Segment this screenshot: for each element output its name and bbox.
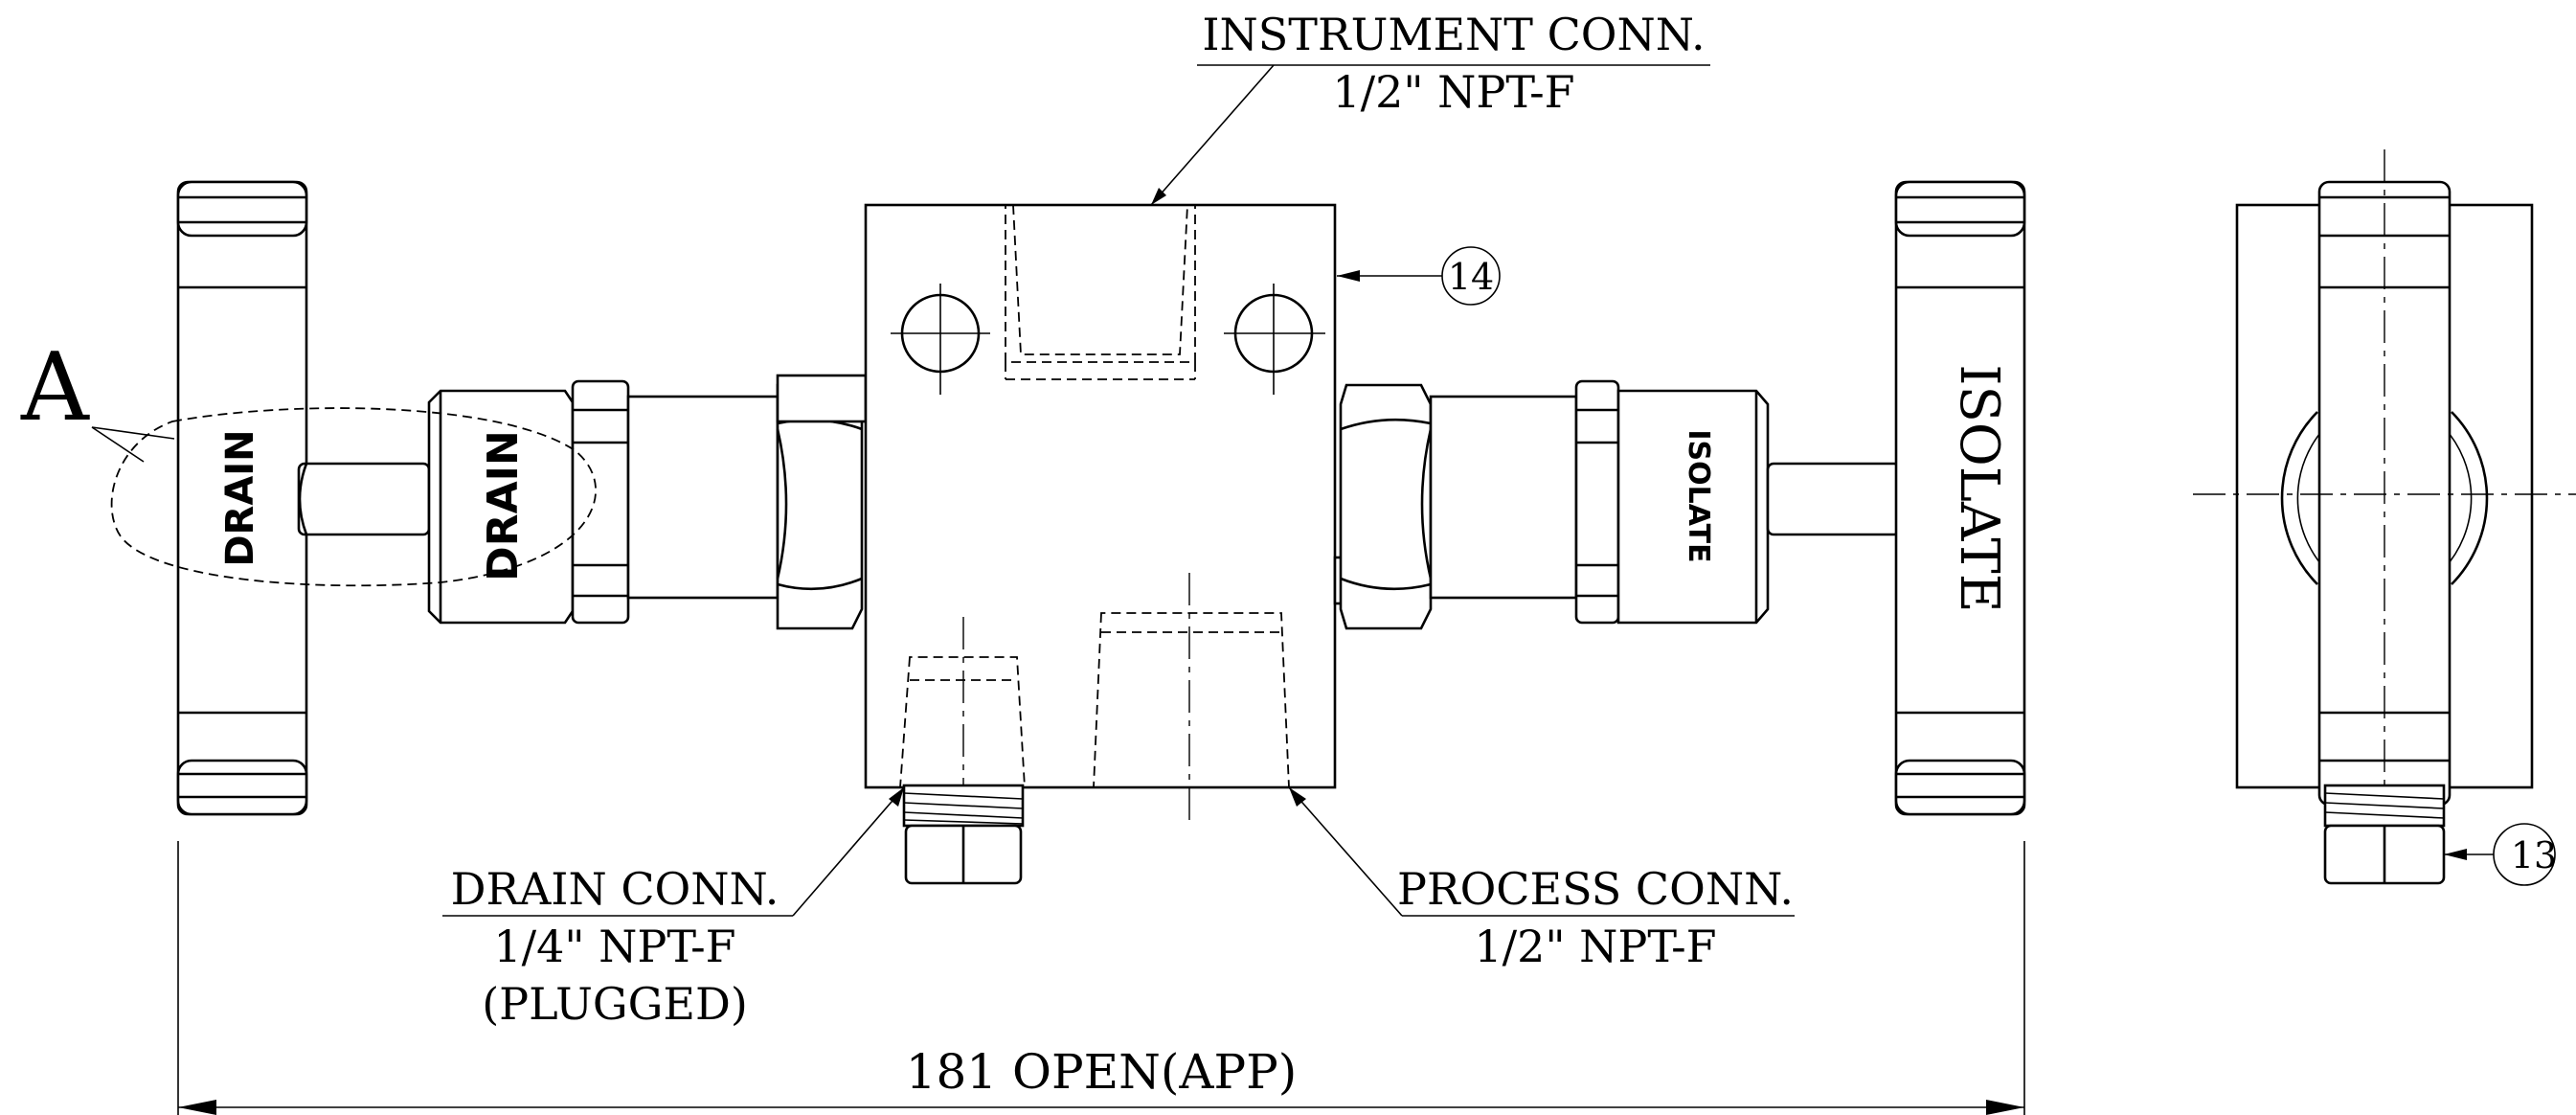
balloon-14: 14	[1337, 246, 1501, 306]
process-conn-size: 1/2" NPT-F	[1474, 921, 1716, 972]
balloon-13-text: 13	[2511, 834, 2557, 876]
isolate-handle-text: ISOLATE	[1948, 364, 2010, 612]
instrument-conn-callout: INSTRUMENT CONN. 1/2" NPT-F	[1150, 9, 1710, 206]
dimension-text: 181 OPEN(APP)	[906, 1044, 1298, 1100]
detail-letter: A	[20, 333, 90, 443]
isolate-sleeve	[1429, 395, 1578, 600]
balloon-14-text: 14	[1448, 256, 1494, 298]
isolate-stem	[1766, 462, 1905, 536]
drain-conn-callout: DRAIN CONN. 1/4" NPT-F (PLUGGED)	[442, 786, 905, 1030]
balloon-13: 13	[2444, 823, 2557, 886]
isolate-hex	[1333, 383, 1433, 630]
drain-plug	[902, 784, 1025, 885]
isolate-locknut	[1574, 379, 1620, 625]
drain-conn-size: 1/4" NPT-F	[493, 921, 735, 972]
detail-a-callout: A	[20, 333, 597, 587]
drain-bonnet-text: DRAIN	[479, 430, 528, 581]
process-conn-label: PROCESS CONN.	[1397, 863, 1794, 915]
drain-bonnet: DRAIN	[427, 389, 575, 625]
overall-dimension: 181 OPEN(APP)	[177, 841, 2025, 1115]
drain-conn-note: (PLUGGED)	[482, 978, 748, 1030]
drain-locknut	[571, 379, 630, 625]
drain-hex	[776, 374, 868, 630]
instrument-conn-size: 1/2" NPT-F	[1332, 66, 1574, 118]
process-conn-callout: PROCESS CONN. 1/2" NPT-F	[1288, 786, 1795, 972]
drain-handle: DRAIN	[176, 180, 308, 816]
drain-handle-text: DRAIN	[218, 429, 262, 566]
drain-conn-label: DRAIN CONN.	[451, 863, 780, 915]
isolate-bonnet: ISOLATE	[1616, 389, 1770, 625]
drain-sleeve	[626, 395, 780, 600]
manifold-body	[864, 203, 1337, 826]
isolate-handle: ISOLATE	[1894, 180, 2026, 816]
instrument-conn-label: INSTRUMENT CONN.	[1202, 9, 1705, 60]
drain-stem	[297, 462, 431, 536]
side-view	[2193, 149, 2576, 885]
isolate-bonnet-text: ISOLATE	[1682, 429, 1715, 562]
